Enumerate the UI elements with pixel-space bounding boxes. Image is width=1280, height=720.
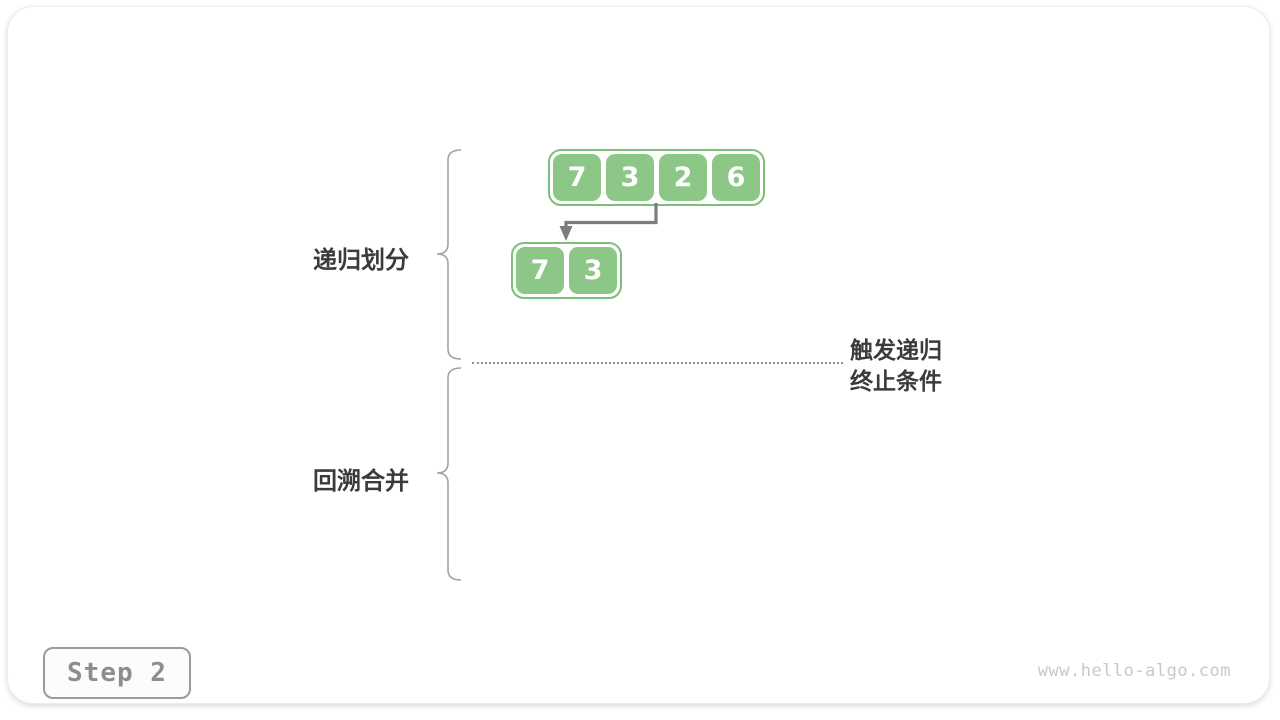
array-cell: 7 bbox=[516, 247, 564, 294]
annotation-line-2: 终止条件 bbox=[850, 368, 942, 394]
figure-card: 递归划分 回溯合并 7 3 2 6 7 3 触发递归 终止条件 Step 2 bbox=[7, 6, 1270, 704]
phase-label-backtrack-merge: 回溯合并 bbox=[313, 468, 409, 495]
annotation-line-1: 触发递归 bbox=[850, 337, 942, 363]
phase-label-recursive-divide: 递归划分 bbox=[313, 247, 409, 274]
annotation-base-case: 触发递归 终止条件 bbox=[850, 335, 942, 397]
array-cell: 3 bbox=[606, 154, 654, 201]
brace-backtrack-merge bbox=[436, 367, 462, 581]
step-badge: Step 2 bbox=[43, 647, 191, 699]
array-cell: 7 bbox=[553, 154, 601, 201]
watermark: www.hello-algo.com bbox=[1037, 661, 1231, 681]
split-arrow bbox=[559, 203, 658, 241]
array-top: 7 3 2 6 bbox=[548, 149, 765, 206]
divider-dotted-line bbox=[472, 362, 843, 364]
array-cell: 6 bbox=[712, 154, 760, 201]
array-cell: 2 bbox=[659, 154, 707, 201]
array-sub: 7 3 bbox=[511, 242, 622, 299]
brace-recursive-divide bbox=[436, 149, 462, 360]
array-cell: 3 bbox=[569, 247, 617, 294]
